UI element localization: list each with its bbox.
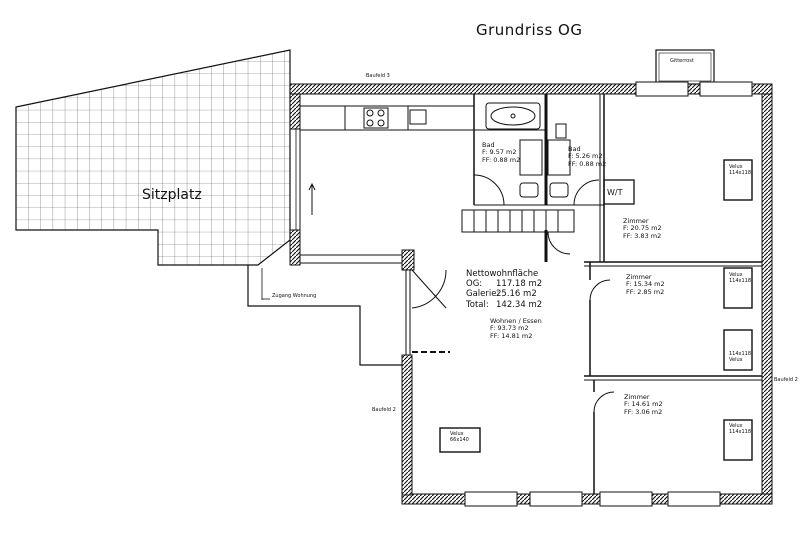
window-size: 114x118: [729, 277, 752, 284]
stairs: [461, 209, 575, 255]
velux-window-5-label: Velux 66x140: [450, 431, 469, 444]
room-zimmer-3: Zimmer F: 14.61 m2 FF: 3.06 m2: [624, 393, 663, 416]
room-name: Zimmer: [623, 217, 649, 225]
window-type: Velux: [729, 164, 743, 170]
net-area-row: Galerie:25.16 m2: [466, 289, 542, 299]
room-zimmer-1: Zimmer F: 20.75 m2 FF: 3.83 m2: [623, 217, 662, 240]
window-type: Velux: [729, 356, 743, 363]
room-wohnen-essen: Wohnen / Essen F: 93.73 m2 FF: 14.81 m2: [490, 317, 542, 340]
room-floor-area: FF: 0.88 m2: [482, 155, 521, 164]
balcony: [655, 49, 715, 85]
window-type: Velux: [729, 272, 743, 278]
velux-window-2-label: Velux 114x118: [729, 272, 752, 285]
south-windows: [464, 81, 753, 507]
room-floor-area: FF: 3.83 m2: [623, 231, 662, 240]
room-area: F: 15.34 m2: [626, 280, 665, 289]
room-name: Zimmer: [624, 393, 650, 401]
terrace-label: Sitzplatz: [142, 187, 202, 203]
velux-windows: [439, 159, 753, 461]
window-type: Velux: [450, 431, 464, 437]
wt-closet: [603, 179, 635, 205]
room-area: F: 93.73 m2: [490, 324, 529, 333]
room-area: F: 20.75 m2: [623, 224, 662, 233]
net-area-heading: Nettowohnfläche: [466, 269, 539, 279]
velux-window-3-label: 114x118 Velux: [729, 351, 752, 364]
outer-walls: [289, 83, 773, 505]
entry-label: Zugang Wohnung: [272, 293, 317, 299]
room-floor-area: FF: 3.06 m2: [624, 407, 663, 416]
window-size: 114x118: [729, 169, 752, 176]
net-area-label: Total:: [466, 299, 489, 310]
baufeld-right-label: Baufeld 2: [774, 377, 798, 383]
velux-window-1-label: Velux 114x118: [729, 164, 752, 177]
net-area-value: 142.34 m2: [496, 299, 543, 310]
room-area: F: 14.61 m2: [624, 400, 663, 409]
page-title: Grundriss OG: [476, 21, 583, 39]
room-floor-area: FF: 2.85 m2: [626, 287, 665, 296]
room-zimmer-2: Zimmer F: 15.34 m2 FF: 2.85 m2: [626, 273, 665, 296]
balcony-label: Gitterrost: [670, 58, 694, 64]
net-area-value: 117.18 m2: [496, 279, 543, 290]
entry-path: [247, 265, 450, 366]
kitchen: [299, 105, 475, 131]
terrace: [15, 49, 291, 266]
room-area: F: 5.26 m2: [568, 152, 603, 161]
room-area: F: 9.57 m2: [482, 148, 517, 157]
net-area-value: 25.16 m2: [496, 289, 537, 300]
wt-label: W/T: [607, 188, 623, 197]
net-area-label: OG:: [466, 279, 483, 290]
net-area-table: Nettowohnfläche OG: 117.18 m2 Galerie:25.…: [466, 269, 542, 310]
room-bad-2: Bad F: 5.26 m2 FF: 0.88 m2: [568, 145, 607, 168]
window-size: 114x118: [729, 428, 752, 435]
doors: [308, 182, 615, 413]
baufeld-left-label: Baufeld 2: [372, 407, 396, 413]
window-type: Velux: [729, 423, 743, 429]
room-name: Zimmer: [626, 273, 652, 281]
interior-walls: [473, 94, 762, 494]
window-size: 66x140: [450, 436, 469, 443]
net-area-row: Total: 142.34 m2: [466, 300, 542, 310]
net-area-label: Galerie:: [466, 289, 500, 300]
velux-window-4-label: Velux 114x118: [729, 423, 752, 436]
room-name: Bad: [568, 145, 581, 153]
room-name: Wohnen / Essen: [490, 317, 542, 325]
bathroom-fixtures: [473, 102, 600, 206]
room-floor-area: FF: 14.81 m2: [490, 331, 533, 340]
room-name: Bad: [482, 141, 495, 149]
room-bad-1: Bad F: 9.57 m2 FF: 0.88 m2: [482, 141, 521, 164]
room-floor-area: FF: 0.88 m2: [568, 159, 607, 168]
baufeld-top-label: Baufeld 3: [366, 73, 390, 79]
window-size: 114x118: [729, 351, 752, 357]
net-area-row: OG: 117.18 m2: [466, 279, 542, 289]
